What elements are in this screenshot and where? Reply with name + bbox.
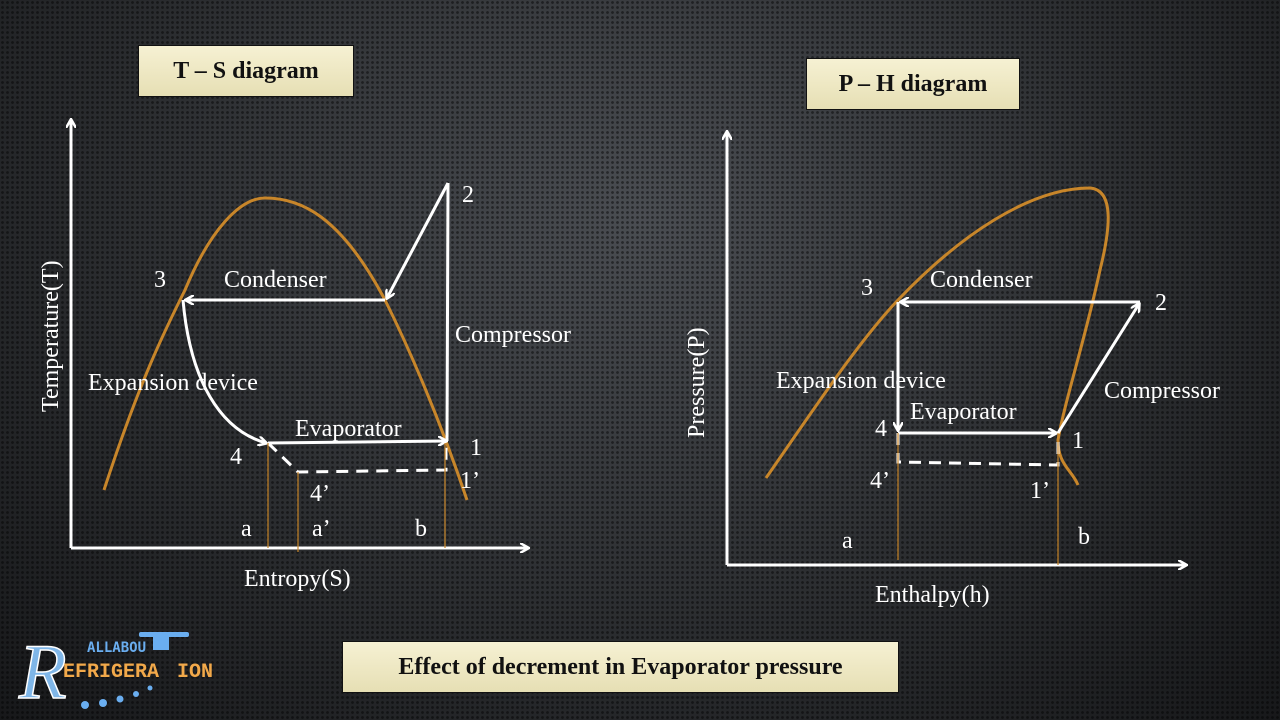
ts-point-2: 2	[462, 182, 474, 208]
ph-condenser-label: Condenser	[930, 267, 1033, 293]
ts-xlabel: Entropy(S)	[244, 566, 351, 592]
ts-compressor-label: Compressor	[455, 322, 571, 348]
ts-evaporator-label: Evaporator	[295, 416, 402, 442]
ts-compressor-line	[445, 182, 450, 442]
ts-label-a: a	[241, 516, 252, 542]
ts-label-ap: a’	[312, 516, 331, 542]
ph-evaporator-label: Evaporator	[910, 399, 1017, 425]
ts-evaporator-line	[267, 441, 446, 443]
ph-point-1p: 1’	[1030, 478, 1050, 504]
ts-point-4: 4	[230, 444, 242, 470]
ph-point-3: 3	[861, 275, 873, 301]
ph-diagram: Pressure(P) Enthalpy(h) Condenser Compre…	[684, 132, 1220, 608]
ts-expansion-curve	[181, 299, 266, 443]
ph-xlabel: Enthalpy(h)	[875, 582, 990, 608]
ph-point-2: 2	[1155, 290, 1167, 316]
ph-saturation-dome	[764, 186, 1110, 486]
ph-point-4p: 4’	[870, 468, 890, 494]
caption-box: Effect of decrement in Evaporator pressu…	[342, 641, 899, 693]
ts-condenser-label: Condenser	[224, 267, 327, 293]
ts-desuperheat-line	[387, 182, 450, 298]
logo-line3: ION	[177, 661, 213, 684]
ph-title-box: P – H diagram	[806, 58, 1020, 110]
caption: Effect of decrement in Evaporator pressu…	[398, 653, 843, 680]
ph-label-a: a	[842, 528, 853, 554]
ts-point-3: 3	[154, 267, 166, 293]
ts-dashed-cycle	[266, 441, 448, 474]
ts-point-1: 1	[470, 435, 482, 461]
ph-compressor-line	[1056, 304, 1139, 434]
ph-point-1: 1	[1072, 428, 1084, 454]
ts-saturation-dome	[102, 196, 469, 501]
allabou-refrigeration-logo: R ALLABOU EFRIGERA ION	[17, 627, 213, 715]
logo-line2: EFRIGERA	[63, 661, 159, 684]
ts-point-1p: 1’	[460, 468, 480, 494]
ts-title: T – S diagram	[173, 57, 319, 84]
ts-title-box: T – S diagram	[138, 45, 354, 97]
ph-expansion-label: Expansion device	[776, 368, 946, 394]
ph-label-b: b	[1078, 524, 1090, 550]
ph-title: P – H diagram	[838, 70, 988, 97]
logo-line1: ALLABOU	[87, 640, 146, 656]
ts-label-b: b	[415, 516, 427, 542]
ts-expansion-label: Expansion device	[88, 370, 258, 396]
logo-initial: R	[18, 628, 67, 715]
ph-dashed-cycle	[896, 433, 1060, 467]
ph-compressor-label: Compressor	[1104, 378, 1220, 404]
ph-ylabel: Pressure(P)	[684, 327, 710, 438]
ts-point-4p: 4’	[310, 481, 330, 507]
ts-diagram: Temperature(T) Entropy(S) Condenser Comp…	[38, 120, 571, 592]
ph-point-4: 4	[875, 416, 887, 442]
ts-ylabel: Temperature(T)	[38, 260, 64, 412]
